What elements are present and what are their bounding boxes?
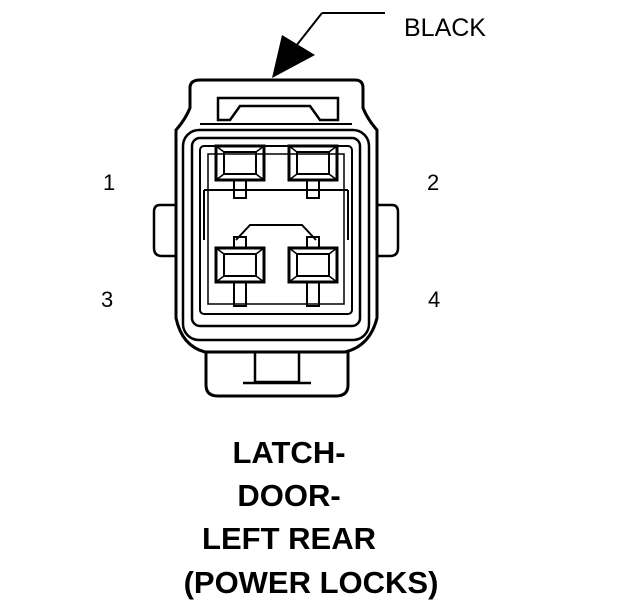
caption-line-3: LEFT REAR <box>202 521 376 556</box>
caption-line-1: LATCH- <box>232 435 346 470</box>
caption-line-4: (POWER LOCKS) <box>183 565 439 600</box>
pin-label-1: 1 <box>103 170 116 195</box>
terminal-cavity-4 <box>287 236 339 307</box>
connector-housing <box>174 78 379 354</box>
right-lock-ear <box>377 203 400 258</box>
terminal-cavity-2 <box>287 144 339 199</box>
pin-label-3: 3 <box>101 287 114 312</box>
color-callout-arrow <box>272 12 385 78</box>
pin-label-4: 4 <box>428 287 441 312</box>
left-lock-ear <box>152 203 176 258</box>
terminal-cavity-1 <box>214 144 266 199</box>
connector-latch <box>216 96 340 122</box>
pin-label-2: 2 <box>427 170 440 195</box>
connector-color-label: BLACK <box>404 14 486 42</box>
caption-line-2: DOOR- <box>237 478 341 513</box>
terminal-cavity-3 <box>214 236 266 307</box>
connector-bottom-tab <box>204 352 350 398</box>
